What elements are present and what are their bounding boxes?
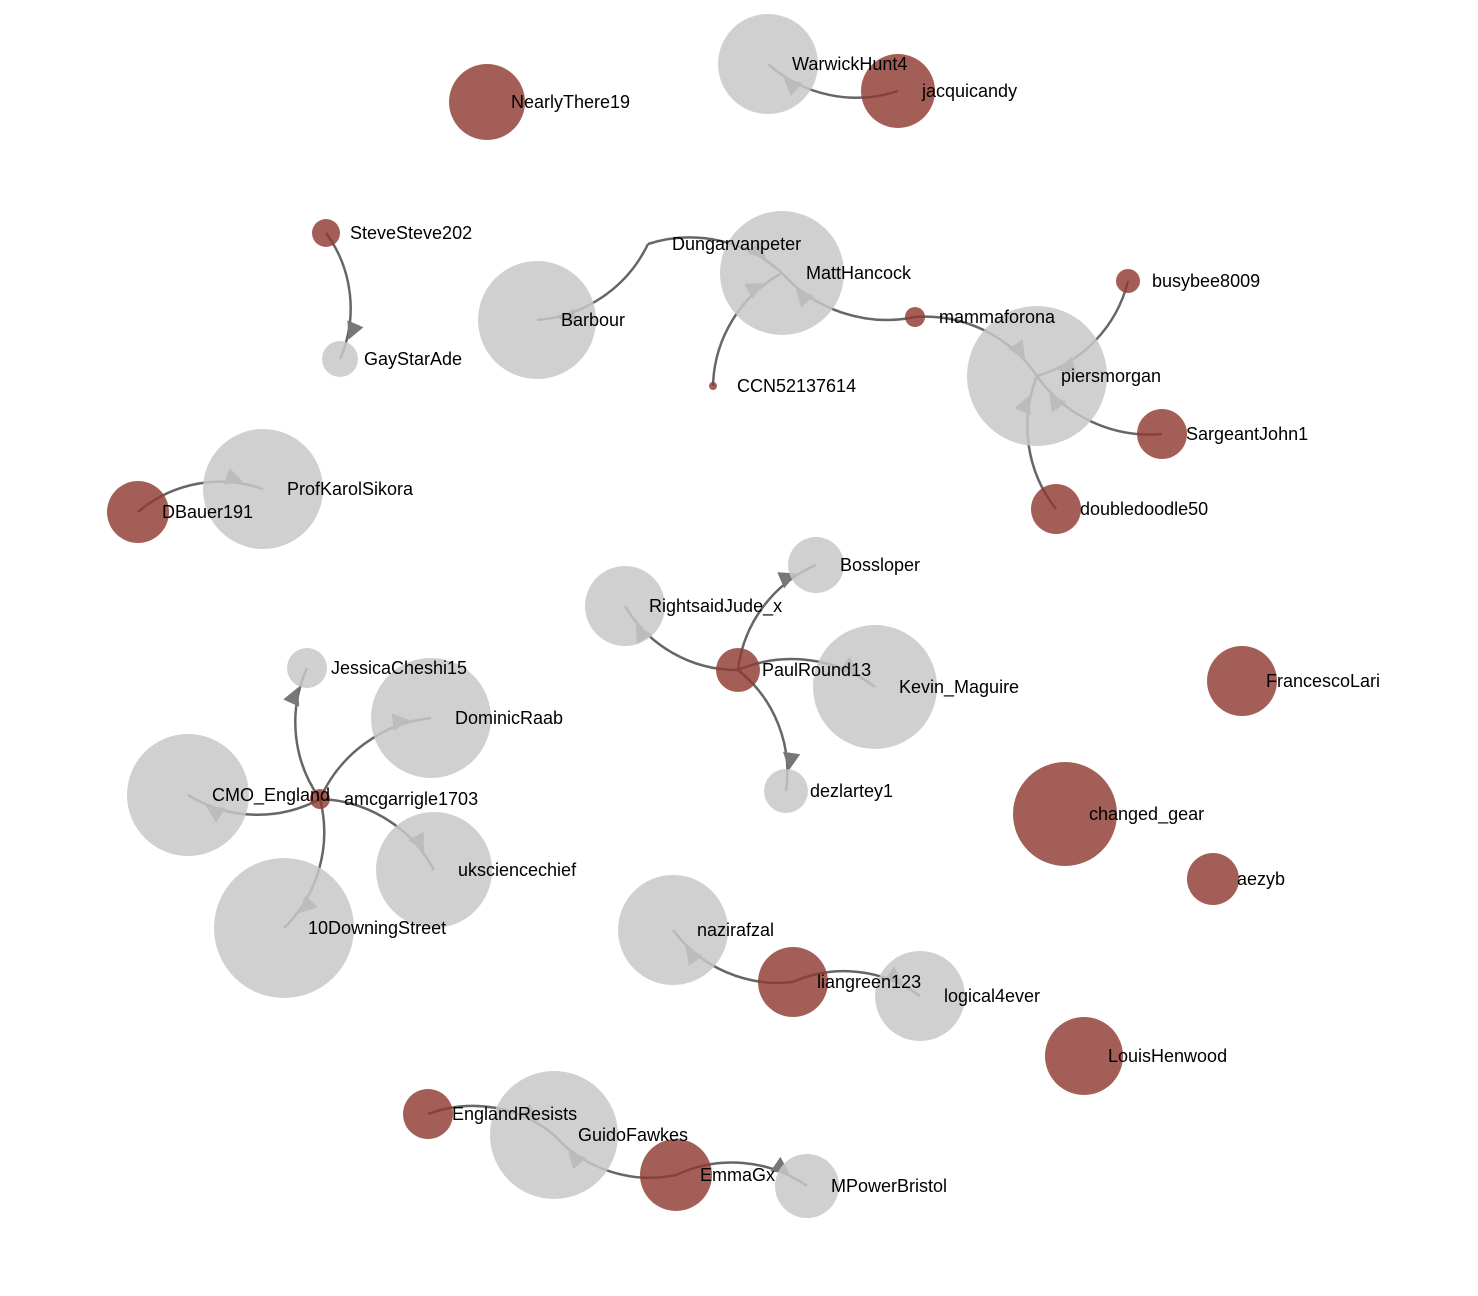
node-circle-WarwickHunt4[interactable] (718, 14, 818, 114)
node-circle-PaulRound13[interactable] (716, 648, 760, 692)
node-label: uksciencechief (458, 860, 577, 880)
node-circle-MattHancock[interactable] (720, 211, 844, 335)
node-circle-GuidoFawkes[interactable] (490, 1071, 618, 1199)
node-label: EnglandResists (452, 1104, 577, 1124)
node-circle-SargeantJohn1[interactable] (1137, 409, 1187, 459)
node-circle-GayStarAde[interactable] (322, 341, 358, 377)
node-label: CCN52137614 (737, 376, 856, 396)
node-circle-DominicRaab[interactable] (371, 658, 491, 778)
node-circle-piersmorgan[interactable] (967, 306, 1107, 446)
node-label: GuidoFawkes (578, 1125, 688, 1145)
node-label: logical4ever (944, 986, 1040, 1006)
node-circle-SteveSteve202[interactable] (312, 219, 340, 247)
node-circle-nazirafzal[interactable] (618, 875, 728, 985)
node-label: SargeantJohn1 (1186, 424, 1308, 444)
node-circle-EmmaGx[interactable] (640, 1139, 712, 1211)
edge-SteveSteve202-to-GayStarAde (324, 232, 364, 360)
node-circle-MPowerBristol[interactable] (775, 1154, 839, 1218)
node-circle-LouisHenwood[interactable] (1045, 1017, 1123, 1095)
node-label: PaulRound13 (762, 660, 871, 680)
node-circle-liangreen123[interactable] (758, 947, 828, 1017)
node-label: RightsaidJude_x (649, 596, 782, 617)
node-circle-doubledoodle50[interactable] (1031, 484, 1081, 534)
node-label: Barbour (561, 310, 625, 330)
node-circle-uksciencechief[interactable] (376, 812, 492, 928)
node-label: WarwickHunt4 (792, 54, 907, 74)
node-circle-RightsaidJude_x[interactable] (585, 566, 665, 646)
node-label: nazirafzal (697, 920, 774, 940)
node-circle-aezyb[interactable] (1187, 853, 1239, 905)
node-label: liangreen123 (817, 972, 921, 992)
node-label: changed_gear (1089, 804, 1204, 825)
node-label: EmmaGx (700, 1165, 775, 1185)
node-label: jacquicandy (921, 81, 1017, 101)
node-label: busybee8009 (1152, 271, 1260, 291)
node-label: Bossloper (840, 555, 920, 575)
node-circle-busybee8009[interactable] (1116, 269, 1140, 293)
node-label: 10DowningStreet (308, 918, 446, 938)
node-circle-Kevin_Maguire[interactable] (813, 625, 937, 749)
node-circle-dezlartey1[interactable] (764, 769, 808, 813)
node-circle-Barbour[interactable] (478, 261, 596, 379)
node-label: Dungarvanpeter (672, 234, 801, 254)
node-label: MPowerBristol (831, 1176, 947, 1196)
node-label: dezlartey1 (810, 781, 893, 801)
node-label: amcgarrigle1703 (344, 789, 478, 809)
node-label: JessicaCheshi15 (331, 658, 467, 678)
node-label: Kevin_Maguire (899, 677, 1019, 698)
node-circle-CMO_England[interactable] (127, 734, 249, 856)
node-circle-changed_gear[interactable] (1013, 762, 1117, 866)
node-circle-DBauer191[interactable] (107, 481, 169, 543)
node-circle-Bossloper[interactable] (788, 537, 844, 593)
node-circle-JessicaCheshi15[interactable] (287, 648, 327, 688)
node-circle-EnglandResists[interactable] (403, 1089, 453, 1139)
node-circle-amcgarrigle1703[interactable] (310, 789, 330, 809)
node-label: DBauer191 (162, 502, 253, 522)
node-label: doubledoodle50 (1080, 499, 1208, 519)
node-label: NearlyThere19 (511, 92, 630, 112)
node-label: GayStarAde (364, 349, 462, 369)
node-circle-10DowningStreet[interactable] (214, 858, 354, 998)
node-circle-jacquicandy[interactable] (861, 54, 935, 128)
nodes-layer (107, 14, 1277, 1218)
node-label: MattHancock (806, 263, 912, 283)
node-circle-FrancescoLari[interactable] (1207, 646, 1277, 716)
node-label: aezyb (1237, 869, 1285, 889)
node-circle-CCN52137614[interactable] (709, 382, 717, 390)
node-label: ProfKarolSikora (287, 479, 414, 499)
node-label: mammaforona (939, 307, 1056, 327)
node-label: SteveSteve202 (350, 223, 472, 243)
node-label: CMO_England (212, 785, 330, 806)
node-label: FrancescoLari (1266, 671, 1380, 691)
node-circle-mammaforona[interactable] (905, 307, 925, 327)
node-circle-NearlyThere19[interactable] (449, 64, 525, 140)
node-circle-ProfKarolSikora[interactable] (203, 429, 323, 549)
node-label: piersmorgan (1061, 366, 1161, 386)
node-label: DominicRaab (455, 708, 563, 728)
node-label: LouisHenwood (1108, 1046, 1227, 1066)
labels-layer: NearlyThere19 WarwickHunt4 jacquicandyStev… (162, 54, 1380, 1196)
node-circle-logical4ever[interactable] (875, 951, 965, 1041)
